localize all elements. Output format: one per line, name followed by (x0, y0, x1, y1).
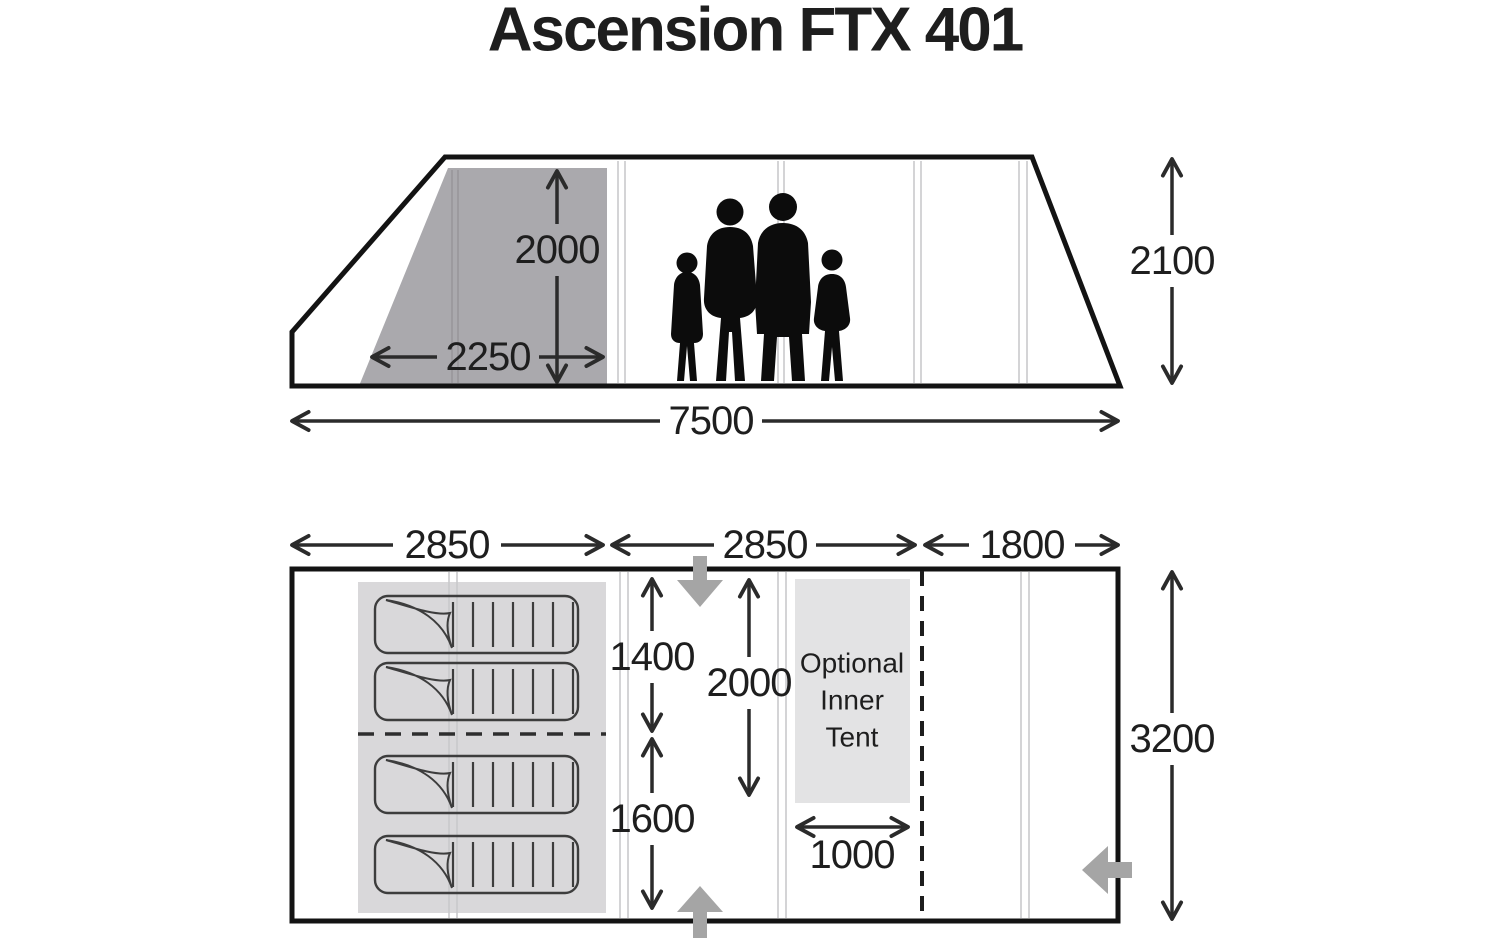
side-elevation-view: 2000 2250 2100 7500 (289, 154, 1215, 443)
side-door-arrow-icon (1082, 846, 1132, 894)
dim-peak-height-label: 2100 (1130, 239, 1215, 283)
floor-plan-view: 2850 2850 1800 (289, 523, 1215, 938)
dim-section-2: 2850 (610, 523, 917, 567)
boy-silhouette (813, 249, 851, 381)
man-silhouette (755, 193, 811, 381)
inner-tent-label-line2: Inner (820, 685, 884, 716)
inner-tent-area (795, 579, 910, 803)
door-arrows (677, 556, 1132, 938)
dim-total-length-label: 7500 (669, 399, 754, 443)
dim-bedroom-width: 2250 (370, 335, 605, 379)
dim-total-depth: 3200 (1130, 570, 1215, 921)
front-door-arrow-icon (677, 556, 723, 607)
girl-silhouette (671, 252, 703, 381)
dim-bedroom-front-depth: 1400 (610, 577, 695, 733)
dim-standing-height-label: 2000 (515, 228, 600, 272)
plan-bedroom-shaded-area (358, 582, 606, 913)
dim-bedroom-width-label: 2250 (446, 335, 531, 379)
dim-inner-tent-width: 1000 (795, 815, 910, 877)
dim-bedroom-rear-depth: 1600 (610, 737, 695, 910)
dim-living-area-depth-label: 2000 (707, 661, 792, 705)
dim-total-depth-label: 3200 (1130, 717, 1215, 761)
dim-total-length: 7500 (290, 399, 1120, 443)
family-silhouette (671, 193, 851, 381)
dim-bedroom-front-depth-label: 1400 (610, 635, 695, 679)
page-title: Ascension FTX 401 (488, 0, 1023, 65)
dim-section-3-label: 1800 (980, 523, 1065, 567)
optional-inner-tent: Optional Inner Tent (795, 579, 910, 803)
dim-section-1: 2850 (290, 523, 605, 567)
inner-tent-label-line3: Tent (826, 722, 879, 753)
woman-silhouette (703, 198, 758, 381)
side-pole-lines (451, 161, 1028, 383)
dim-section-2-label: 2850 (723, 523, 808, 567)
dim-section-1-label: 2850 (405, 523, 490, 567)
inner-tent-label-line1: Optional (800, 648, 904, 679)
dim-standing-height: 2000 (515, 169, 600, 384)
dim-section-3: 1800 (923, 523, 1120, 567)
rear-door-arrow-icon (677, 886, 723, 938)
dim-inner-tent-width-label: 1000 (810, 833, 895, 877)
dim-peak-height: 2100 (1130, 157, 1215, 385)
side-bedroom-shaded-area (360, 168, 607, 384)
plan-pole-lines (448, 572, 1030, 918)
dim-living-area-depth: 2000 (707, 578, 792, 797)
dim-bedroom-rear-depth-label: 1600 (610, 797, 695, 841)
